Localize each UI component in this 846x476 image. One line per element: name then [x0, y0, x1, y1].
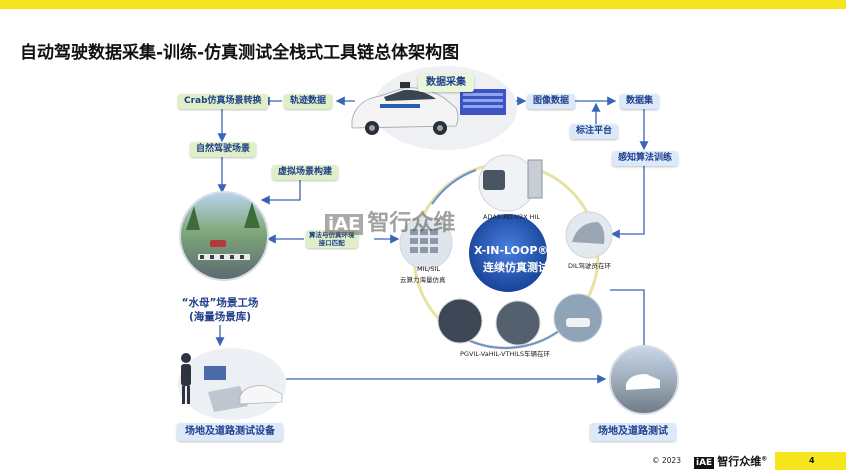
arrow-virtual-to-scene	[260, 180, 301, 205]
label-scene-factory: “水母”场景工场 (海量场景库)	[181, 297, 259, 323]
label-crab-conversion: Crab仿真场景转换	[178, 94, 268, 109]
footer-copyright: © 2023	[652, 456, 681, 465]
top-accent-bar	[0, 0, 846, 9]
loop-ring-arc-2	[459, 329, 561, 349]
label-trajectory-data: 轨迹数据	[284, 94, 333, 109]
label-field-road-equipment: 场地及道路测试设备	[177, 423, 283, 441]
platform-icon	[208, 386, 248, 412]
scene-factory-image	[179, 191, 269, 281]
dil-simulator-icon	[572, 222, 605, 244]
pgvil-image-1	[437, 298, 483, 344]
adas-rack-icon	[527, 159, 543, 199]
label-annotation-platform: 标注平台	[570, 124, 619, 139]
x-in-loop-hub	[467, 212, 549, 294]
pgvil-image-2	[495, 300, 541, 346]
person-icon	[181, 353, 191, 404]
cloud-grid-icon	[410, 229, 438, 253]
label-dataset: 数据集	[620, 94, 660, 109]
server-rack-icon	[460, 89, 506, 115]
car-icon	[351, 82, 459, 135]
hub-subtitle: 连续仿真测试	[483, 261, 549, 274]
label-image-data: 图像数据	[527, 94, 576, 109]
label-virtual-scenes: 虚拟场景构建	[272, 165, 339, 180]
adas-seat-icon	[483, 170, 505, 190]
caption-cloud: 云算力海量仿真	[400, 276, 446, 284]
watermark-text: 智行众维	[367, 211, 456, 236]
equipment-backdrop	[178, 348, 286, 420]
label-natural-scenes: 自然驾驶场景	[190, 142, 257, 157]
brand-mark: iAE	[694, 457, 715, 469]
label-field-road-test: 场地及道路测试	[590, 423, 676, 441]
brand-name: 智行众维	[717, 455, 762, 468]
label-data-collection: 数据采集	[418, 74, 474, 92]
footer-accent-bar	[775, 452, 846, 470]
scene-detail	[186, 202, 260, 260]
arrow-training-to-dil	[610, 166, 645, 239]
page-number: 4	[809, 456, 815, 465]
pgvil-car-icon	[566, 318, 590, 327]
loop-ring-arc-1	[431, 169, 477, 205]
road-test-car-icon	[626, 374, 660, 390]
flow-arrows	[215, 96, 649, 384]
brand-reg: ®	[761, 455, 768, 463]
arrow-loop-to-roadtest	[610, 289, 649, 362]
page-title: 自动驾驶数据采集-训练-仿真测试全栈式工具链总体架构图	[20, 43, 460, 63]
hub-title: X-IN-LOOP®	[474, 244, 549, 257]
label-perception-training: 感知算法训练	[612, 151, 679, 166]
caption-adas-hil: ADAS-AD-V2X HIL	[483, 213, 541, 221]
caption-dil: DIL驾驶员在环	[568, 262, 612, 270]
watermark-mark: iAE	[325, 214, 364, 235]
equipment-box-icon	[204, 366, 226, 380]
test-car-icon	[239, 385, 283, 405]
caption-pgvil: PGVIL-VaHIL-VTHILS车辆在环	[460, 350, 550, 358]
caption-mil-sil: MIL/SIL	[417, 265, 441, 273]
